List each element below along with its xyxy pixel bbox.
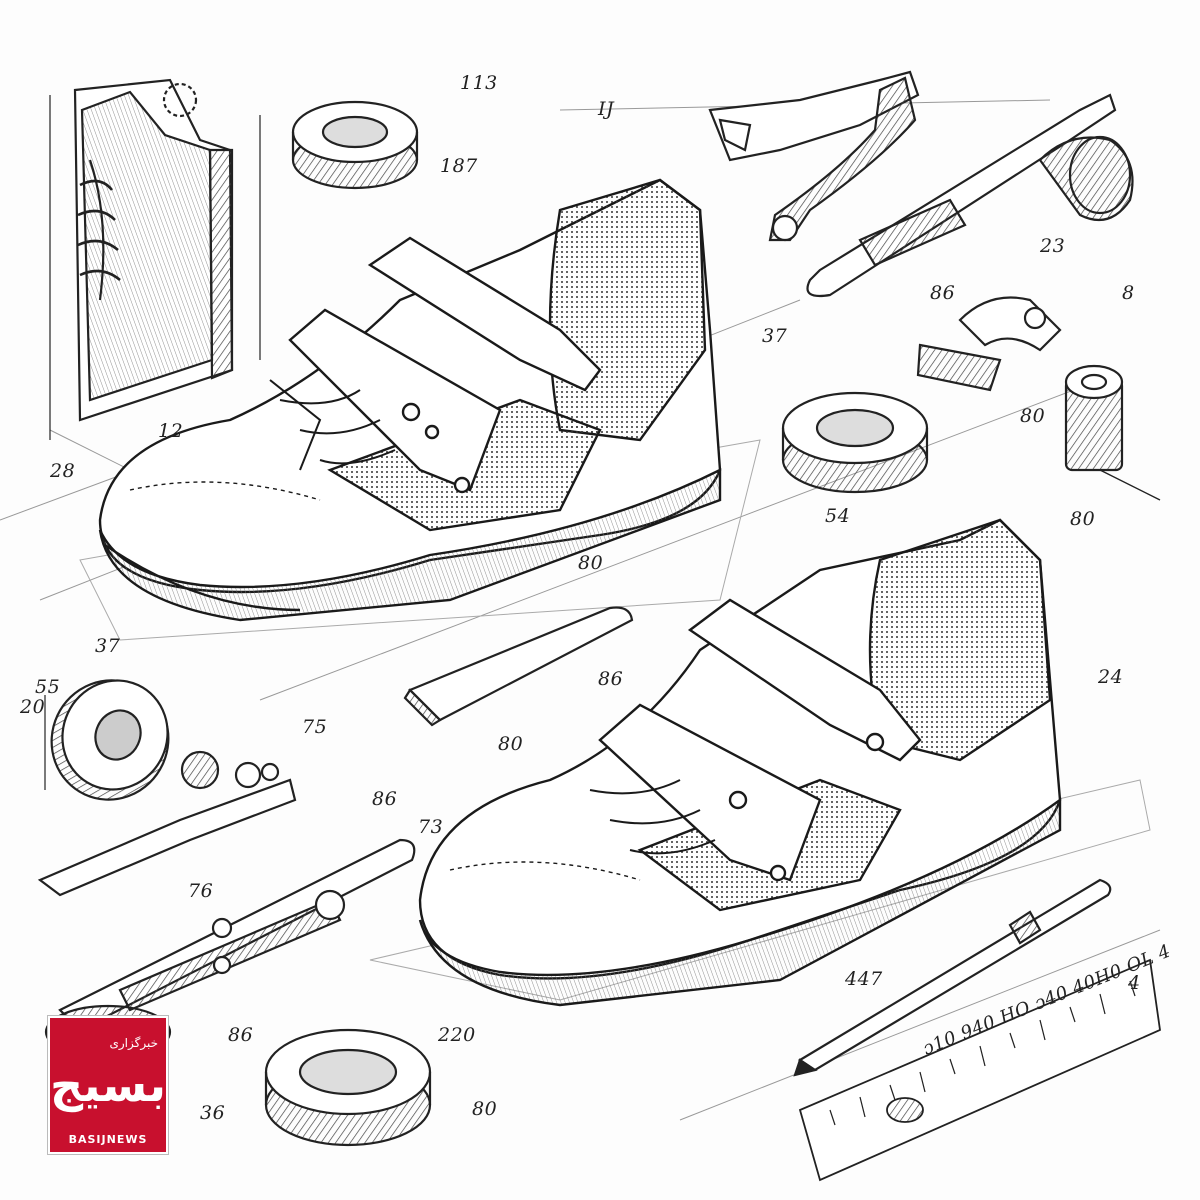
- dimension-label: 55: [35, 676, 61, 698]
- dimension-label: 86: [372, 788, 398, 810]
- dimension-label: 86: [930, 282, 956, 304]
- dimension-label: 80: [578, 552, 604, 574]
- bearing-ring: [781, 391, 929, 494]
- dimension-label: 4: [1128, 972, 1141, 994]
- boot-side-view: [49, 78, 261, 440]
- washer-left: [44, 679, 170, 801]
- mechanical-arm: [708, 70, 920, 242]
- dimension-label: 80: [1020, 405, 1046, 427]
- dimension-label: 220: [438, 1024, 476, 1046]
- dimension-label: 23: [1040, 235, 1066, 257]
- dimension-label: 24: [1098, 666, 1124, 688]
- dimension-label: 75: [302, 716, 328, 738]
- dimension-label: 447: [845, 968, 883, 990]
- dimension-label: 80: [498, 733, 524, 755]
- lever-tool: [37, 750, 297, 897]
- sneaker-main: [79, 178, 761, 641]
- dimension-label: 54: [825, 505, 851, 527]
- clip-and-cylinder: [916, 296, 1161, 501]
- stick-rod: [403, 606, 634, 727]
- dimension-label: 80: [1070, 508, 1096, 530]
- dimension-label: 37: [95, 635, 121, 657]
- dimension-label: 76: [188, 880, 214, 902]
- washer-top: [291, 100, 419, 190]
- caliper-tool: [44, 838, 416, 1060]
- washer-bottom: [264, 1028, 432, 1147]
- watermark-brand: BASIJNEWS: [68, 1133, 148, 1146]
- ruler: [798, 958, 1161, 1182]
- dimension-label: IJ: [598, 98, 615, 120]
- long-clamp-tool: [806, 93, 1134, 298]
- dimension-label: 73: [418, 816, 444, 838]
- dimension-label: 187: [440, 155, 478, 177]
- dimension-label: 113: [460, 72, 498, 94]
- watermark-agency-text: خبرگزاری: [109, 1036, 158, 1050]
- sneaker-second: [369, 518, 1151, 1007]
- dimension-label: 12: [158, 420, 184, 442]
- dimension-label: 28: [50, 460, 76, 482]
- dimension-label: 20: [20, 696, 46, 718]
- dimension-label: 37: [762, 325, 788, 347]
- dimension-label: 80: [472, 1098, 498, 1120]
- watermark-logo-text: بسیج: [49, 1058, 166, 1112]
- basij-news-watermark: خبرگزاری بسیج BASIJNEWS: [48, 1016, 168, 1154]
- pencil: [793, 878, 1112, 1077]
- dimension-label: 86: [228, 1024, 254, 1046]
- dimension-label: 86: [598, 668, 624, 690]
- dimension-label: 8: [1122, 282, 1135, 304]
- dimension-label: 36: [200, 1102, 226, 1124]
